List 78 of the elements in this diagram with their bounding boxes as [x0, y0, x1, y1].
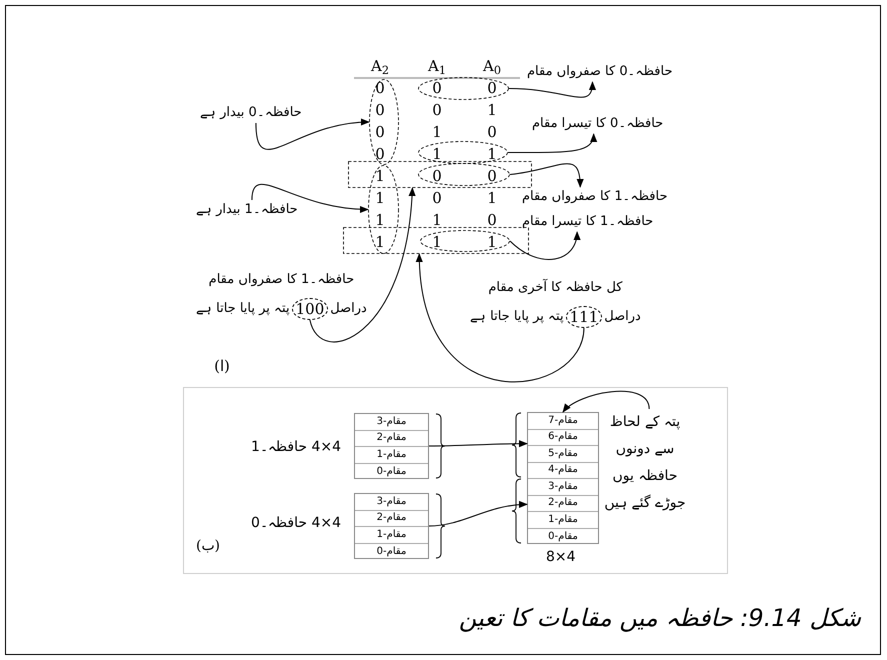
table-value: 1 — [375, 211, 385, 229]
figure-caption: شکل 9.14: حافظہ میں مقامات کا تعین — [458, 603, 861, 634]
annotation-text: حافظہ۔0 کا صفرواں مقام — [527, 62, 672, 82]
memory-location: مقام-0 — [376, 464, 408, 479]
memory-size-label: 4×4 حافظہ۔0 — [251, 514, 342, 533]
column-header: A$_{2}$ — [371, 57, 389, 75]
table-value: 1 — [487, 101, 497, 119]
table-value: 0 — [375, 123, 385, 141]
annotation-text: دراصل — [330, 300, 367, 318]
memory-location: مقام-0 — [547, 530, 579, 544]
table-value: 1 — [432, 145, 442, 163]
annotation-text: حافظہ۔1 کا صفرواں مقام — [208, 271, 354, 289]
memory-location: مقام-2 — [355, 430, 428, 447]
table-value: 0 — [375, 101, 385, 119]
arrow — [508, 133, 596, 154]
table-value: 0 — [432, 189, 442, 207]
panel-frame — [183, 387, 728, 574]
table-value: 1 — [487, 233, 497, 251]
memory-location: مقام-1 — [355, 527, 428, 544]
annotation-text: حافظہ۔1 کا صفرواں مقام — [522, 187, 668, 207]
table-value: 1 — [375, 189, 385, 207]
table-value: 1 — [375, 167, 385, 185]
annotation-text: کل حافظہ کا آخری مقام — [488, 278, 622, 297]
table-value: 0 — [487, 211, 497, 229]
circled-number: 111 — [566, 306, 602, 328]
table-value: 0 — [375, 145, 385, 163]
arrow — [309, 187, 416, 342]
memory-size-label: 8×4 — [546, 548, 576, 567]
memory-location: مقام-4 — [528, 462, 598, 479]
annotation-text: حافظہ۔1 کا تیسرا مقام — [522, 212, 654, 232]
panel-label: (ا) — [214, 357, 230, 375]
memory-location: مقام-0 — [376, 544, 408, 559]
arrow — [428, 440, 528, 448]
memory-location: مقام-3 — [528, 479, 598, 496]
table-value: 0 — [432, 79, 442, 97]
annotation-text: حافظہ۔1 بیدار ہے — [196, 200, 298, 220]
memory-location: مقام-7 — [528, 413, 598, 430]
table-value: 1 — [375, 233, 385, 251]
arrow — [510, 163, 584, 188]
table-value: 1 — [432, 233, 442, 251]
table-value: 1 — [432, 211, 442, 229]
memory-location: مقام-1 — [528, 512, 598, 528]
annotation-text: حافظہ۔0 بیدار ہے — [200, 103, 302, 123]
table-value: 0 — [432, 167, 442, 185]
annotation-text: حافظہ۔0 کا تیسرا مقام — [532, 114, 664, 134]
memory-size-label: 4×4 حافظہ۔1 — [251, 438, 342, 457]
arrow — [416, 253, 584, 382]
table-value: 0 — [487, 79, 497, 97]
table-value: 0 — [432, 101, 442, 119]
annotation-text: پتہ پر پایا جاتا ہے — [196, 300, 290, 318]
panel-label: (ب) — [196, 537, 220, 556]
memory-location: مقام-6 — [528, 430, 598, 446]
column-header: A$_{0}$ — [483, 57, 501, 75]
table-value: 0 — [487, 123, 497, 141]
arrow — [255, 118, 370, 150]
table-value: 1 — [432, 123, 442, 141]
memory-location: مقام-3 — [355, 494, 428, 510]
table-value: 1 — [487, 189, 497, 207]
table-value: 0 — [375, 79, 385, 97]
memory-location: مقام-5 — [528, 446, 598, 462]
annotation-text: دراصل — [604, 308, 641, 326]
memory-block — [527, 412, 599, 544]
memory-block — [354, 413, 429, 479]
arrow — [562, 390, 650, 413]
memory-location: مقام-2 — [355, 510, 428, 527]
table-value: 0 — [487, 167, 497, 185]
annotation-text: پتہ کے لحاظ سے دونوں حافظہ یوں جوڑے گئے ہیں — [603, 409, 687, 517]
table-value: 1 — [487, 145, 497, 163]
arrow — [428, 501, 528, 526]
arrow — [251, 184, 369, 213]
circled-number: 100 — [292, 298, 328, 320]
annotation-text: پتہ پر پایا جاتا ہے — [470, 308, 564, 326]
memory-location: مقام-3 — [355, 414, 428, 430]
memory-location: مقام-2 — [528, 496, 598, 512]
memory-location: مقام-1 — [355, 447, 428, 464]
column-header: A$_{1}$ — [428, 57, 446, 75]
arrow — [508, 81, 596, 98]
memory-block — [354, 493, 429, 559]
